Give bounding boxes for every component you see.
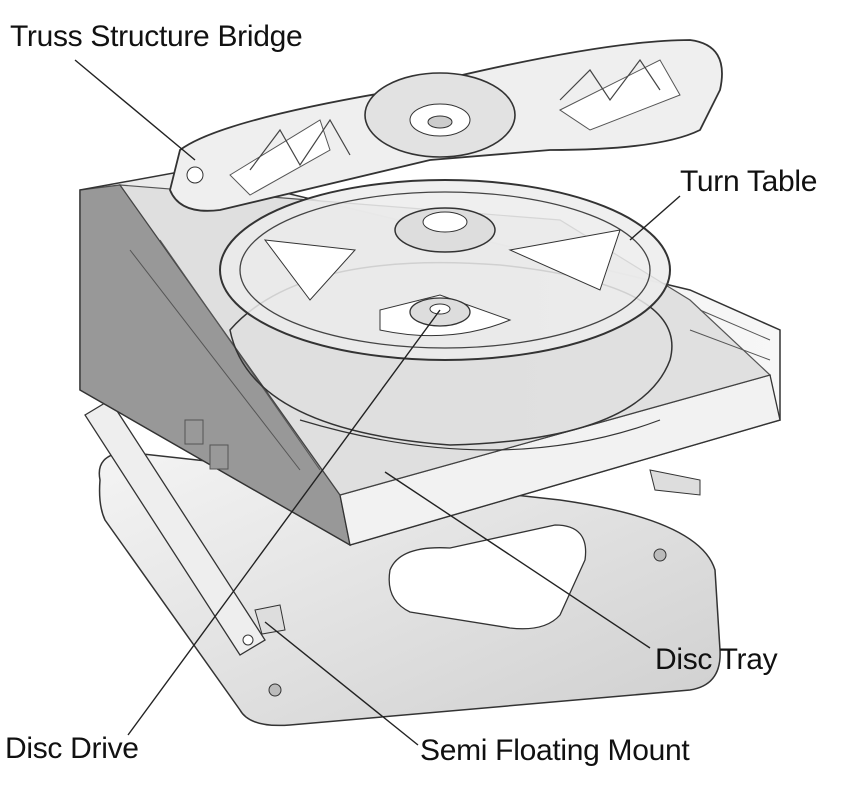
leader-turn-table [629, 195, 681, 241]
truss-structure-bridge [169, 39, 723, 212]
leader-disc-tray [384, 471, 651, 649]
label-disc-tray: Disc Tray [655, 643, 778, 676]
label-turn-table: Turn Table [680, 165, 818, 198]
leader-truss-bridge [74, 59, 196, 161]
label-disc-drive: Disc Drive [5, 732, 139, 765]
leader-disc-drive [127, 309, 441, 736]
turn-table [219, 179, 671, 361]
semi-floating-mount-plate [84, 399, 721, 727]
label-semi-floating-mount: Semi Floating Mount [420, 734, 690, 767]
leader-lines [74, 59, 681, 746]
leader-semi-floating-mount [264, 621, 419, 746]
label-truss-structure-bridge: Truss Structure Bridge [10, 20, 303, 53]
